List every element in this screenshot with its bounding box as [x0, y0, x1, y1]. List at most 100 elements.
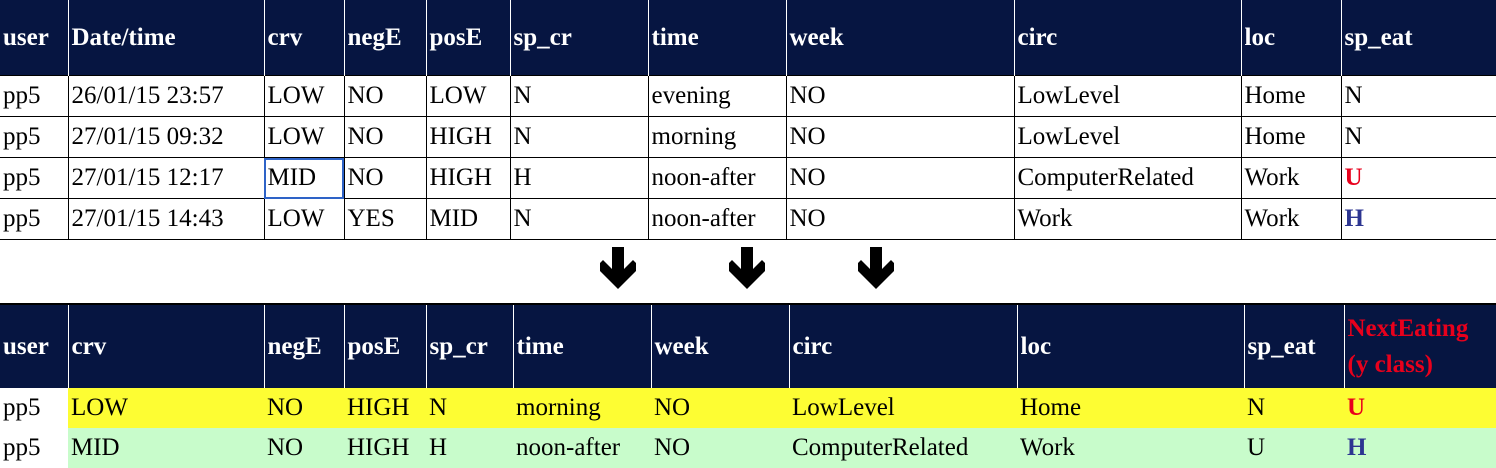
target-header-line: (y class) — [1347, 350, 1433, 378]
table-cell[interactable]: pp5 — [3, 394, 41, 421]
table-cell[interactable]: morning — [513, 388, 651, 428]
table-cell[interactable]: MID — [426, 198, 511, 240]
table-cell[interactable]: Work — [1241, 198, 1342, 240]
training-data-table: user crv negE posE sp_cr time week circ … — [0, 303, 1496, 468]
column-header: circ — [1014, 0, 1242, 76]
table-cell[interactable]: NO — [786, 198, 1015, 240]
table-row: pp5 27/01/15 12:17 MID NO HIGH H noon-af… — [0, 157, 1496, 199]
column-header: crv — [264, 0, 345, 76]
table-cell[interactable]: Home — [1241, 75, 1342, 117]
column-header: crv — [68, 304, 265, 388]
table-cell[interactable]: Home — [1241, 116, 1342, 158]
table-cell[interactable]: HIGH — [426, 157, 511, 199]
table-cell[interactable]: noon-after — [648, 157, 787, 199]
table-row: pp5 27/01/15 09:32 LOW NO HIGH N morning… — [0, 116, 1496, 158]
table-header-row: user Date/time crv negE posE sp_cr time … — [0, 0, 1496, 76]
selected-cell[interactable]: MID — [264, 157, 345, 199]
column-header: circ — [789, 304, 1018, 388]
table-cell[interactable]: H — [1341, 198, 1496, 240]
table-cell[interactable]: N — [1244, 388, 1344, 428]
table-cell[interactable]: NO — [786, 75, 1015, 117]
table-header-row: user crv negE posE sp_cr time week circ … — [0, 304, 1496, 388]
table-cell[interactable]: Work — [1017, 428, 1244, 468]
table-cell[interactable]: HIGH — [344, 388, 426, 428]
table-cell[interactable]: ComputerRelated — [789, 428, 1017, 468]
table-cell[interactable]: Work — [1014, 198, 1242, 240]
table-cell[interactable]: LOW — [264, 116, 345, 158]
column-header: week — [651, 304, 790, 388]
table-cell[interactable]: N — [1341, 116, 1496, 158]
table-cell[interactable]: NO — [264, 388, 344, 428]
target-class-cell[interactable]: U — [1344, 388, 1496, 428]
table-cell[interactable]: pp5 — [0, 198, 69, 240]
column-header: week — [786, 0, 1015, 76]
table-cell[interactable]: LOW — [264, 198, 345, 240]
target-class-cell[interactable]: H — [1344, 428, 1496, 468]
column-header: sp_cr — [426, 304, 514, 388]
table-cell[interactable]: LOW — [68, 388, 264, 428]
table-cell[interactable]: N — [510, 75, 649, 117]
column-header: loc — [1241, 0, 1342, 76]
table-cell[interactable]: YES — [344, 198, 427, 240]
table-cell[interactable]: N — [510, 116, 649, 158]
column-header: Date/time — [68, 0, 265, 76]
column-header: sp_cr — [510, 0, 649, 76]
table-cell[interactable]: Work — [1241, 157, 1342, 199]
table-cell[interactable]: LOW — [264, 75, 345, 117]
table-cell[interactable]: NO — [344, 116, 427, 158]
column-header: user — [0, 0, 69, 76]
column-header: posE — [344, 304, 427, 388]
column-header: sp_eat — [1341, 0, 1496, 76]
down-arrow-icon — [729, 247, 765, 289]
table-cell[interactable]: NO — [651, 428, 789, 468]
table-cell[interactable]: NO — [786, 157, 1015, 199]
table-cell[interactable]: LowLevel — [1014, 116, 1242, 158]
table-cell[interactable]: LowLevel — [1014, 75, 1242, 117]
table-cell[interactable]: H — [426, 428, 513, 468]
table-cell[interactable]: HIGH — [344, 428, 426, 468]
column-header: loc — [1017, 304, 1245, 388]
table-cell[interactable]: morning — [648, 116, 787, 158]
table-cell[interactable]: U — [1244, 428, 1344, 468]
table-cell[interactable]: pp5 — [0, 75, 69, 117]
table-cell[interactable]: pp5 — [0, 116, 69, 158]
table-cell[interactable]: NO — [651, 388, 789, 428]
table-cell[interactable]: Home — [1017, 388, 1244, 428]
table-cell[interactable]: LowLevel — [789, 388, 1017, 428]
table-row: pp5 27/01/15 14:43 LOW YES MID N noon-af… — [0, 198, 1496, 240]
table-cell[interactable]: N — [1341, 75, 1496, 117]
table-cell[interactable]: 27/01/15 12:17 — [68, 157, 265, 199]
table-cell[interactable]: ComputerRelated — [1014, 157, 1242, 199]
table-cell[interactable]: NO — [344, 75, 427, 117]
down-arrow-icon — [858, 247, 894, 289]
raw-data-table: user Date/time crv negE posE sp_cr time … — [0, 0, 1496, 240]
table-row: pp5 LOW NO HIGH N morning NO LowLevel Ho… — [0, 388, 1496, 428]
target-header-line: NextEating — [1347, 314, 1469, 342]
column-header: sp_eat — [1244, 304, 1345, 388]
table-cell[interactable]: 26/01/15 23:57 — [68, 75, 265, 117]
table-cell[interactable]: H — [510, 157, 649, 199]
table-cell[interactable]: NO — [786, 116, 1015, 158]
table-cell[interactable]: pp5 — [0, 157, 69, 199]
table-cell[interactable]: 27/01/15 09:32 — [68, 116, 265, 158]
table-cell[interactable]: N — [510, 198, 649, 240]
table-cell[interactable]: noon-after — [648, 198, 787, 240]
table-cell[interactable]: N — [426, 388, 513, 428]
table-cell[interactable]: NO — [344, 157, 427, 199]
table-row: pp5 MID NO HIGH H noon-after NO Computer… — [0, 428, 1496, 468]
column-header: time — [513, 304, 652, 388]
table-cell[interactable]: 27/01/15 14:43 — [68, 198, 265, 240]
table-cell[interactable]: HIGH — [426, 116, 511, 158]
target-class-header: NextEating (y class) — [1344, 304, 1496, 388]
column-header: negE — [344, 0, 427, 76]
table-cell[interactable]: LOW — [426, 75, 511, 117]
table-cell[interactable]: NO — [264, 428, 344, 468]
column-header: negE — [264, 304, 345, 388]
column-header: user — [0, 304, 69, 388]
table-cell[interactable]: noon-after — [513, 428, 651, 468]
column-header: time — [648, 0, 787, 76]
table-cell[interactable]: MID — [68, 428, 264, 468]
table-cell[interactable]: evening — [648, 75, 787, 117]
table-cell[interactable]: U — [1341, 157, 1496, 199]
table-cell[interactable]: pp5 — [3, 434, 41, 461]
